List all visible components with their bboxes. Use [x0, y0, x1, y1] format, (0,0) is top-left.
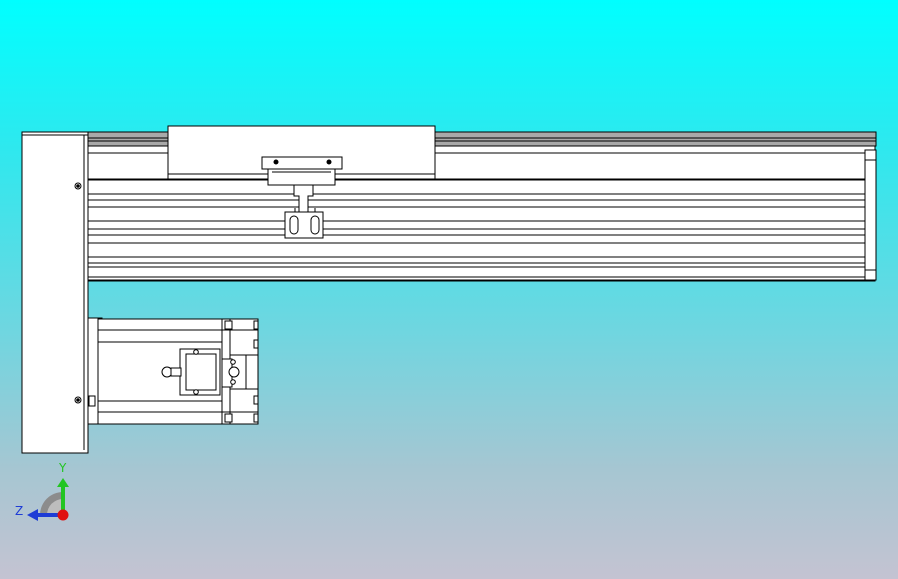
orientation-triad[interactable]: Y Z — [15, 461, 69, 521]
y-axis-label: Y — [58, 461, 67, 475]
servo-motor — [87, 317, 259, 425]
profile-slot — [87, 228, 866, 236]
connector-screw — [193, 389, 199, 395]
left-bracket — [21, 131, 89, 454]
profile-slot — [87, 266, 866, 278]
profile-slot — [87, 179, 866, 195]
connector-screw — [230, 359, 236, 365]
connector-screw — [230, 379, 236, 385]
mount-bracket — [267, 168, 336, 186]
bolt-head — [273, 159, 279, 165]
profile-slot — [87, 206, 866, 222]
x-axis-point-icon — [57, 509, 69, 521]
connector-screw — [193, 349, 199, 355]
z-axis-label: Z — [15, 504, 23, 518]
carriage-slider — [167, 125, 436, 239]
bolt-head — [326, 159, 332, 165]
bracket-plate — [21, 131, 89, 454]
profile-slot — [87, 242, 866, 258]
connector-port — [228, 366, 240, 378]
end-cap-right — [864, 149, 877, 281]
